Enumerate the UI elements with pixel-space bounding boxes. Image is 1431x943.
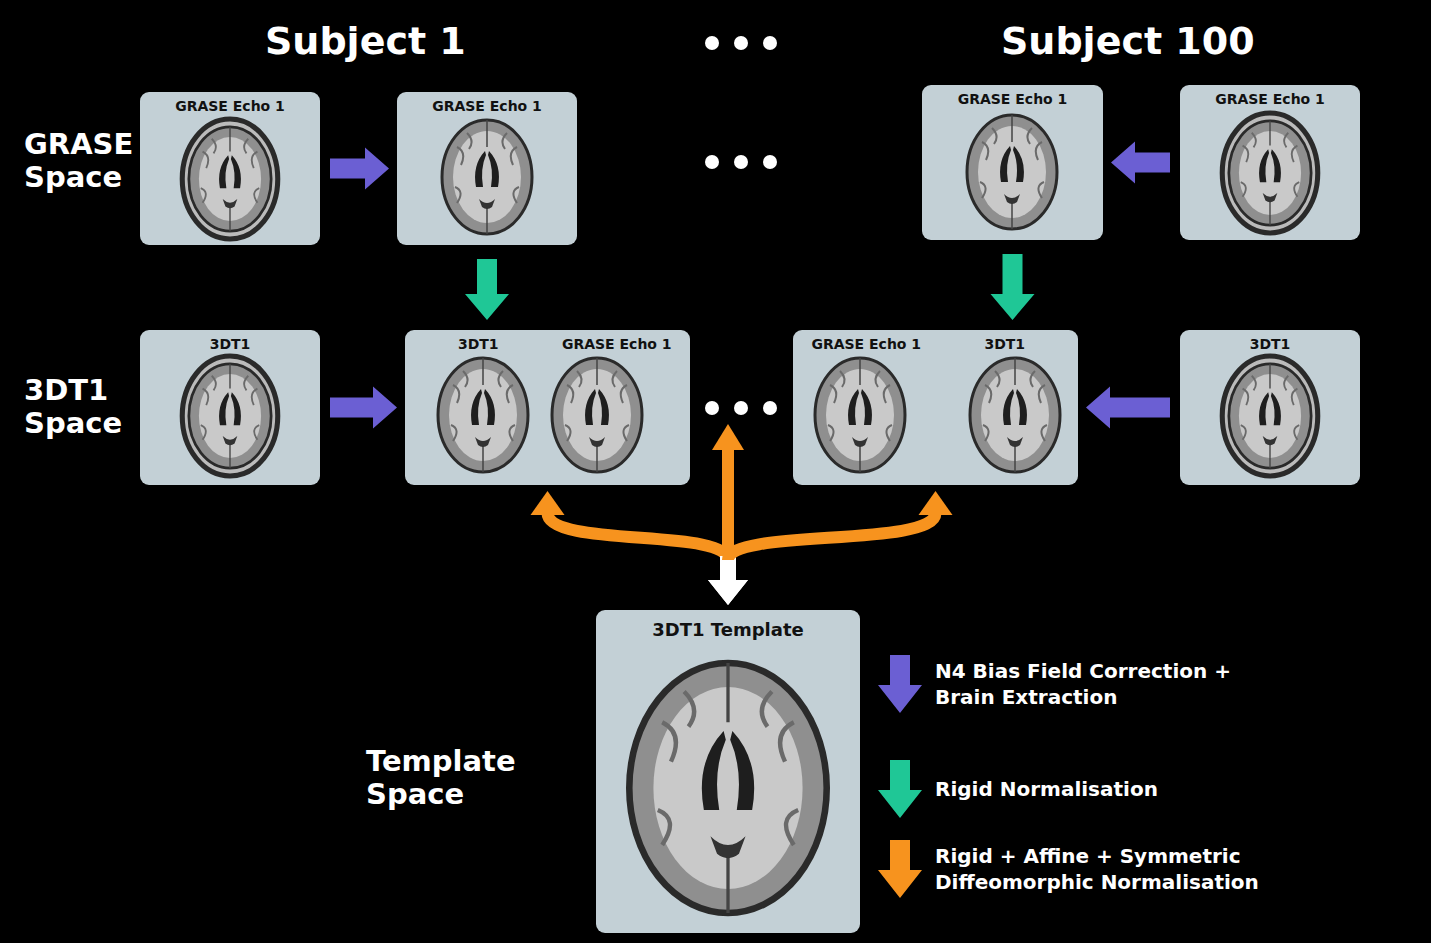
grase-brain [815, 358, 905, 472]
raw-t1-brain [1222, 356, 1318, 476]
legend-arrow [878, 840, 922, 898]
column-heading: Subject 1 [265, 20, 466, 64]
box-title: GRASE Echo 1 [797, 336, 936, 352]
box-title: 3DT1 [409, 336, 548, 352]
row-heading: Template Space [366, 745, 536, 812]
raw-t1-brain [182, 356, 278, 476]
grase-brain [552, 358, 642, 472]
legend-text: Rigid Normalisation [935, 776, 1375, 802]
image-box: GRASE Echo 1 [922, 85, 1103, 240]
row-heading: 3DT1 Space [24, 374, 154, 441]
column-heading: Subject 100 [1001, 20, 1255, 64]
t1-brain [438, 358, 528, 472]
legend-text: Rigid + Affine + Symmetric Diffeomorphic… [935, 843, 1405, 895]
ellipsis-dots [705, 36, 777, 415]
normalisation-arrow [708, 491, 953, 605]
box-title: GRASE Echo 1 [144, 98, 316, 114]
image-box: 3DT1 [1180, 330, 1360, 485]
image-box: GRASE Echo 1 [1180, 85, 1360, 240]
legend-arrow [878, 655, 922, 713]
box-title: GRASE Echo 1 [1184, 91, 1356, 107]
image-box: GRASE Echo 13DT1 [793, 330, 1078, 485]
row-heading: GRASE Space [24, 128, 154, 195]
box-title: GRASE Echo 1 [548, 336, 687, 352]
preprocess-arrow [330, 387, 397, 429]
legend-text: N4 Bias Field Correction + Brain Extract… [935, 658, 1255, 710]
t1-brain [970, 358, 1060, 472]
grase-brain [967, 115, 1057, 229]
image-box: 3DT1 Template [596, 610, 860, 933]
rigid-arrow [991, 254, 1035, 320]
box-title: 3DT1 [936, 336, 1075, 352]
box-title: 3DT1 Template [600, 616, 856, 641]
box-title: 3DT1 [1184, 336, 1356, 352]
raw-grase-brain [182, 119, 278, 239]
box-title: GRASE Echo 1 [926, 91, 1099, 107]
raw-grase-brain [1222, 113, 1318, 233]
box-title: GRASE Echo 1 [401, 98, 573, 114]
box-title: 3DT1 [144, 336, 316, 352]
rigid-arrow [465, 259, 509, 320]
preprocess-arrow [1086, 387, 1170, 429]
normalisation-arrow [531, 491, 749, 605]
legend-arrow [878, 760, 922, 818]
image-box: 3DT1 [140, 330, 320, 485]
template-brain [629, 663, 826, 913]
orange-arrow-to-others [712, 424, 744, 550]
preprocess-arrow [330, 148, 389, 190]
image-box: GRASE Echo 1 [140, 92, 320, 245]
grase-brain [442, 120, 532, 234]
image-box: 3DT1GRASE Echo 1 [405, 330, 690, 485]
preprocess-arrow [1111, 142, 1170, 184]
image-box: GRASE Echo 1 [397, 92, 577, 245]
